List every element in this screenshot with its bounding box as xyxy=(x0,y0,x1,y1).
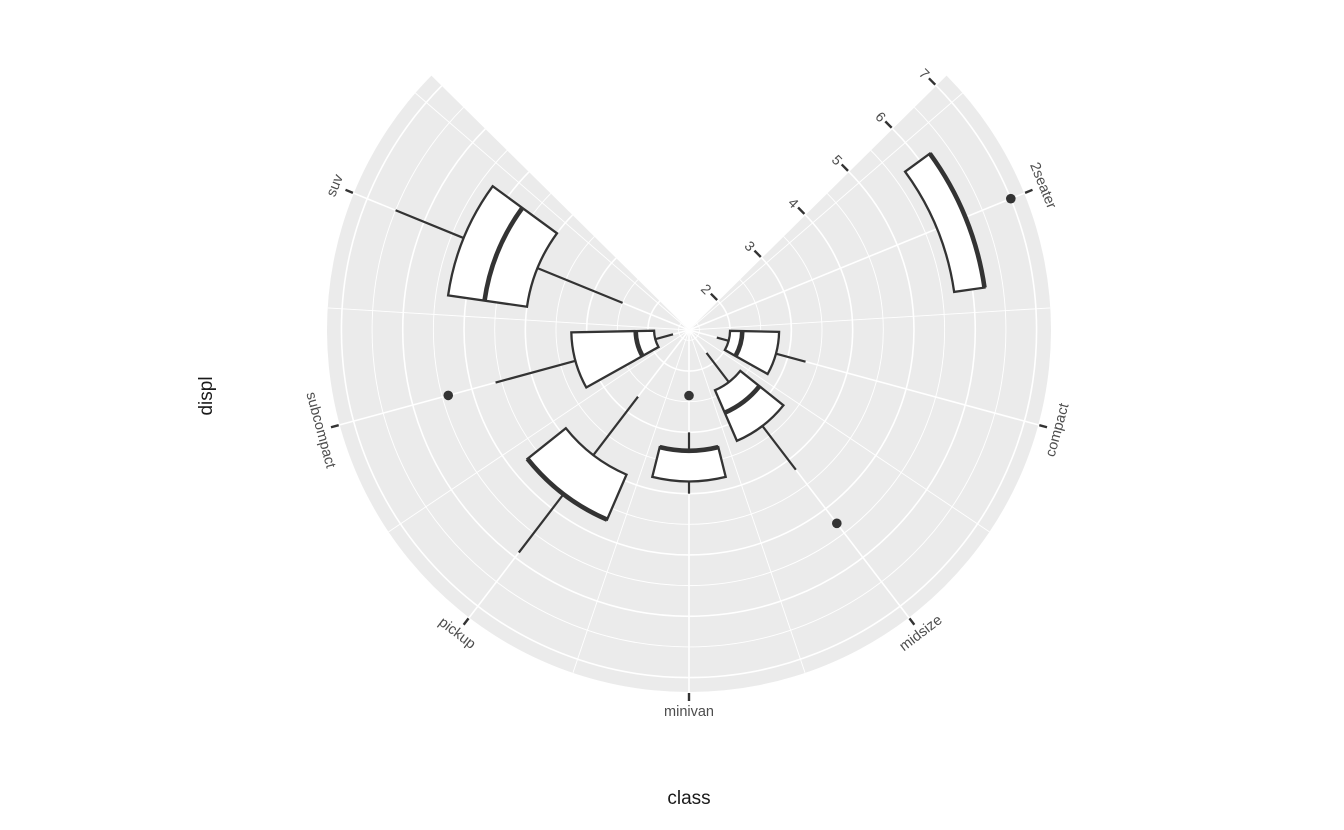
r-axis-tick-mark xyxy=(797,206,806,215)
median-line xyxy=(525,457,608,522)
grid-spoke-minor xyxy=(572,329,690,674)
median-line xyxy=(733,330,745,358)
box-body xyxy=(713,369,786,443)
boxplot-2seater xyxy=(903,151,1016,294)
whisker-upper xyxy=(761,425,797,471)
grid-spoke-minor xyxy=(327,307,690,331)
whisker-upper xyxy=(495,359,576,384)
r-axis-tick-mark xyxy=(884,120,893,129)
category-tick-mark-2seater xyxy=(1024,188,1033,194)
whisker-upper xyxy=(395,209,465,240)
whisker-lower xyxy=(592,396,639,456)
category-label-2seater: 2seater xyxy=(1026,160,1059,211)
boxplot-midsize xyxy=(705,352,842,529)
category-label-subcompact: subcompact xyxy=(302,390,338,470)
y-axis-title: displ xyxy=(196,376,217,416)
whisker-upper xyxy=(775,352,806,363)
category-label-compact: compact xyxy=(1043,402,1073,459)
whisker-lower xyxy=(705,352,730,383)
boxplot-minivan xyxy=(650,390,728,494)
r-axis-tick-mark xyxy=(753,249,762,258)
category-tick-mark-midsize xyxy=(908,617,916,626)
median-line xyxy=(659,444,719,453)
category-tick-mark-suv xyxy=(345,188,354,194)
box-body xyxy=(723,329,781,376)
category-label-minivan: minivan xyxy=(664,704,714,720)
category-label-suv: suv xyxy=(324,172,348,200)
grid-spoke-minor xyxy=(388,329,690,533)
boxplot-suv xyxy=(395,184,624,309)
r-axis-tick-mark xyxy=(840,163,849,172)
outlier-dot xyxy=(684,390,694,401)
boxplot-pickup xyxy=(517,396,639,554)
median-line xyxy=(723,384,762,415)
median-line xyxy=(482,206,525,301)
outlier-dot xyxy=(832,518,842,529)
median-line xyxy=(927,152,987,288)
grid-spoke-minor xyxy=(688,307,1051,331)
grid-spoke-minor xyxy=(415,92,690,331)
category-tick-mark-pickup xyxy=(462,617,470,626)
r-axis-tick-mark xyxy=(928,77,937,86)
whisker-lower xyxy=(716,336,729,342)
grid-spoke-minor xyxy=(688,329,990,533)
median-line xyxy=(633,330,645,358)
category-label-pickup: pickup xyxy=(435,614,478,652)
grid-spoke-minor xyxy=(688,92,963,331)
grid-spoke-major xyxy=(688,192,1025,331)
r-axis-tick-mark xyxy=(709,292,719,301)
whisker-lower xyxy=(654,333,674,341)
grid-spoke-minor xyxy=(688,329,806,674)
whisker-lower xyxy=(537,267,624,304)
x-axis-title: class xyxy=(667,788,711,809)
outlier-dot xyxy=(1006,193,1016,204)
boxplot-compact xyxy=(716,329,806,376)
outlier-dot xyxy=(443,390,454,401)
box-body xyxy=(446,184,559,309)
boxplot-subcompact xyxy=(443,329,674,401)
whisker-upper xyxy=(517,493,565,554)
category-tick-mark-subcompact xyxy=(330,424,340,429)
category-tick-mark-compact xyxy=(1038,424,1048,429)
